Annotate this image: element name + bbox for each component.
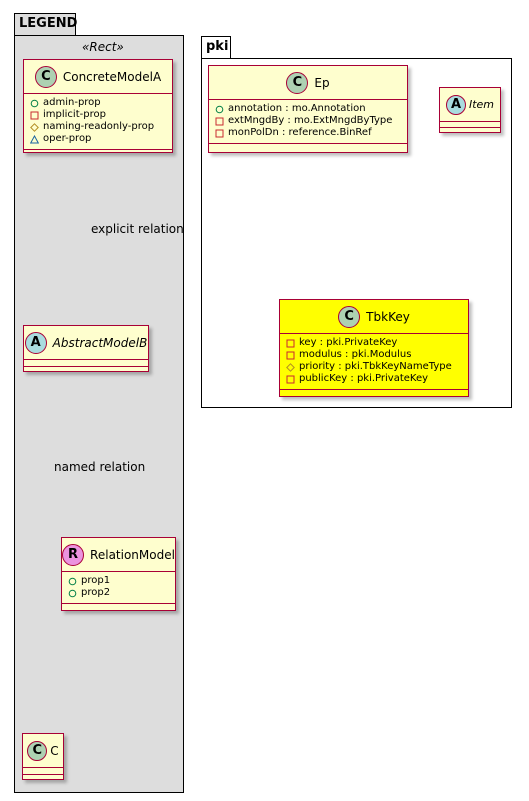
class-name: C: [50, 743, 59, 758]
attribute-text: priority : pki.TbkKeyNameType: [299, 361, 452, 372]
pki-package-title: pki: [206, 39, 229, 54]
class-attributes: [440, 122, 500, 128]
class-attribute: implicit-prop: [30, 109, 166, 121]
pki-package-tab: pki: [201, 36, 231, 58]
class-name: TbkKey: [366, 309, 410, 324]
legend-package: [14, 35, 184, 793]
public-visibility-icon: [68, 589, 77, 598]
concrete-class-icon: C: [286, 71, 309, 94]
class-c[interactable]: C C: [22, 733, 64, 780]
class-attribute: key : pki.PrivateKey: [286, 337, 462, 349]
class-attribute: extMngdBy : mo.ExtMngdByType: [215, 115, 401, 127]
package-visibility-icon: [30, 134, 39, 144]
class-operations: [24, 150, 172, 158]
class-header: A Item: [440, 88, 500, 122]
class-abstract-model-b[interactable]: A AbstractModelB: [23, 325, 149, 372]
private-visibility-icon: [215, 129, 224, 138]
class-operations: [209, 144, 407, 152]
class-name: RelationModel: [90, 547, 175, 562]
class-operations: [62, 604, 175, 612]
attribute-text: key : pki.PrivateKey: [299, 337, 398, 348]
class-attribute: modulus : pki.Modulus: [286, 349, 462, 361]
attribute-text: naming-readonly-prop: [43, 121, 155, 132]
attribute-text: annotation : mo.Annotation: [228, 103, 366, 114]
class-attributes: [23, 768, 63, 775]
class-attribute: prop1: [68, 575, 169, 587]
named-relation-label: named relation: [54, 460, 146, 474]
public-visibility-icon: [215, 105, 224, 114]
class-name: ConcreteModelA: [62, 69, 162, 84]
abstract-class-icon: A: [445, 94, 466, 115]
class-operations: [280, 390, 468, 398]
attribute-text: monPolDn : reference.BinRef: [228, 127, 372, 138]
class-attribute: publicKey : pki.PrivateKey: [286, 373, 462, 385]
attribute-text: publicKey : pki.PrivateKey: [299, 373, 429, 384]
private-visibility-icon: [286, 339, 295, 348]
class-attribute: admin-prop: [30, 97, 166, 109]
legend-package-tab: LEGEND: [14, 13, 78, 35]
public-visibility-icon: [68, 577, 77, 586]
legend-package-title: LEGEND: [19, 16, 78, 31]
class-name: Item: [468, 98, 495, 111]
private-visibility-icon: [286, 375, 295, 384]
concrete-class-icon: C: [34, 65, 57, 88]
class-attribute: prop2: [68, 587, 169, 599]
class-header: A AbstractModelB: [24, 326, 148, 360]
attribute-text: modulus : pki.Modulus: [299, 349, 412, 360]
class-attribute: priority : pki.TbkKeyNameType: [286, 361, 462, 373]
private-visibility-icon: [215, 117, 224, 126]
attribute-text: extMngdBy : mo.ExtMngdByType: [228, 115, 393, 126]
class-attribute: naming-readonly-prop: [30, 121, 166, 133]
private-visibility-icon: [286, 351, 295, 360]
concrete-class-icon: C: [27, 740, 48, 761]
public-visibility-icon: [30, 99, 39, 108]
class-item[interactable]: A Item: [439, 87, 501, 133]
class-attribute: monPolDn : reference.BinRef: [215, 127, 401, 139]
protected-visibility-icon: [286, 362, 295, 372]
attribute-text: implicit-prop: [43, 109, 106, 120]
protected-visibility-icon: [30, 122, 39, 132]
class-header: C Ep: [209, 66, 407, 100]
class-attribute: annotation : mo.Annotation: [215, 103, 401, 115]
class-attribute: oper-prop: [30, 133, 166, 145]
attribute-text: oper-prop: [43, 133, 92, 144]
class-name: Ep: [314, 75, 330, 90]
explicit-relation-label: explicit relation: [91, 222, 184, 236]
class-header: C C: [23, 734, 63, 768]
legend-stereotype: «Rect»: [82, 40, 124, 54]
concrete-class-icon: C: [338, 305, 361, 328]
attribute-text: admin-prop: [43, 97, 101, 108]
private-visibility-icon: [30, 111, 39, 120]
class-name: AbstractModelB: [52, 335, 148, 350]
class-attributes: [24, 360, 148, 367]
class-header: C TbkKey: [280, 300, 468, 334]
class-header: R RelationModel: [62, 538, 175, 572]
attribute-text: prop1: [81, 575, 111, 586]
relation-class-icon: R: [62, 543, 85, 566]
attribute-text: prop2: [81, 587, 111, 598]
class-header: C ConcreteModelA: [24, 60, 172, 94]
abstract-class-icon: A: [24, 331, 47, 354]
